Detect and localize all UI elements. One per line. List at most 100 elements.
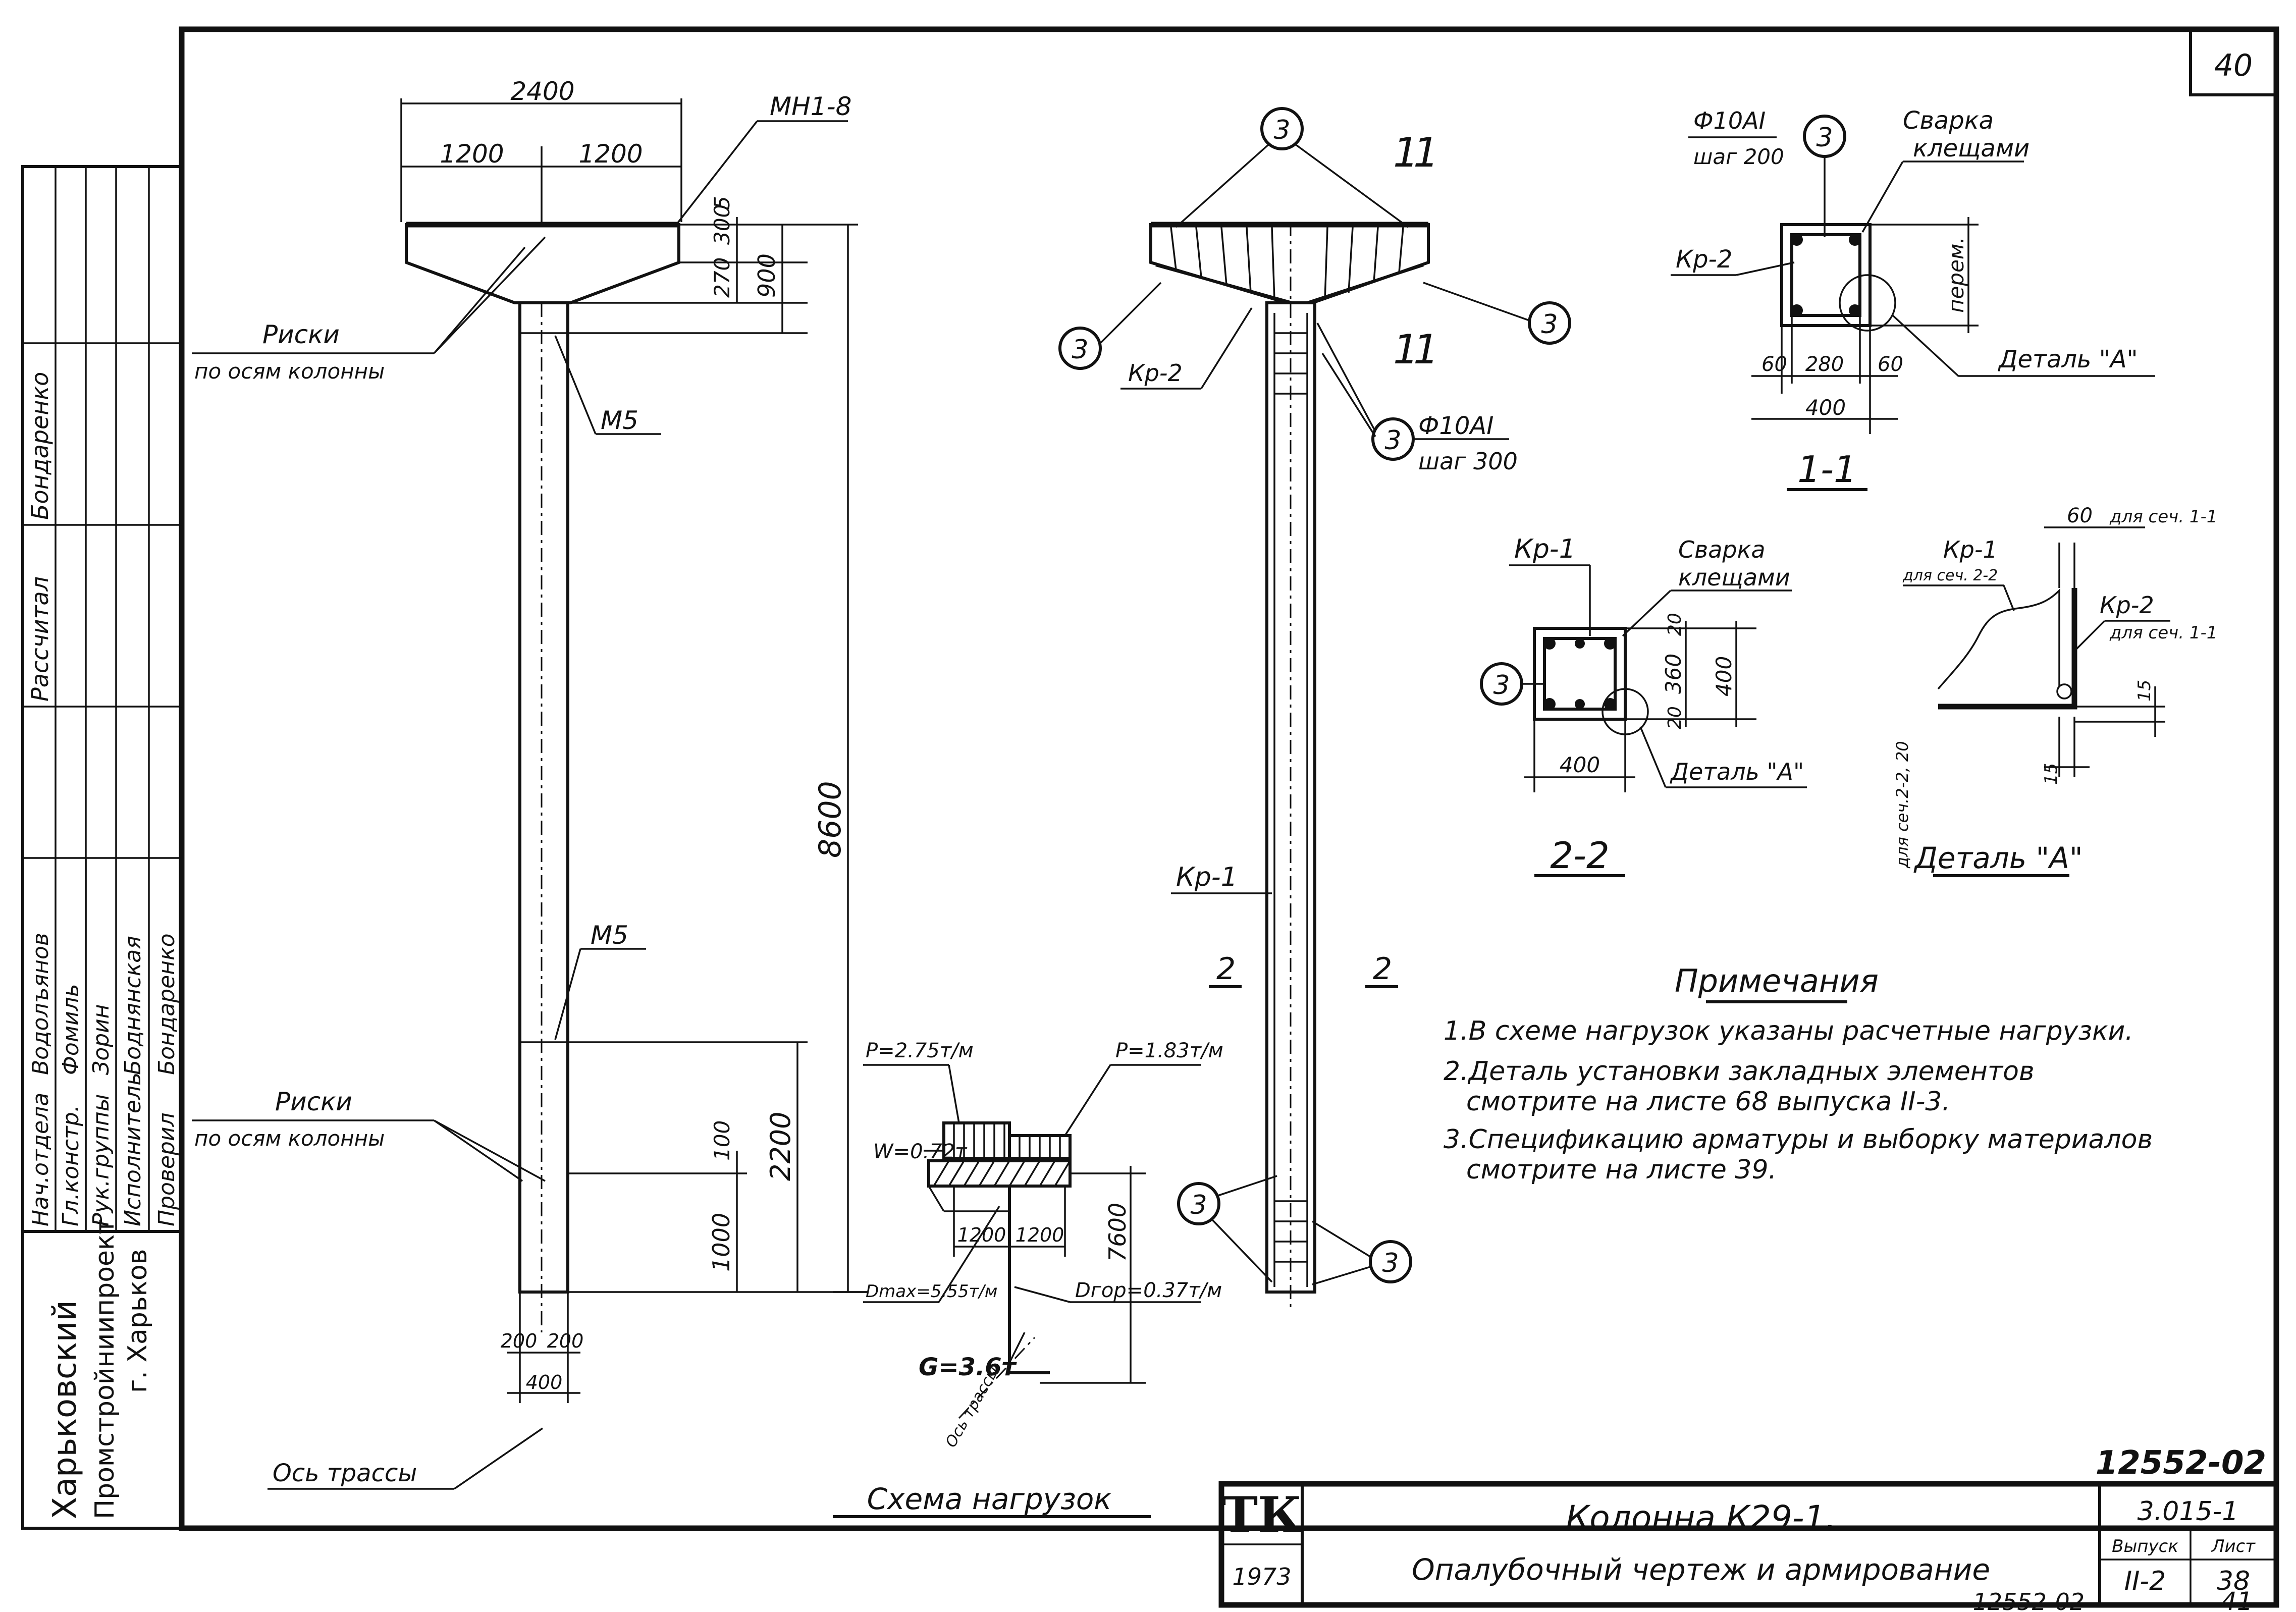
load-d2: Dгор=0.37т/м [1075,1279,1222,1302]
risks-label-2: Риски [275,1087,352,1116]
reinforcement-view: 1 1 1 1 2 2 3 3 3 3 [1058,107,1571,1312]
logo: ТК [1222,1486,1302,1543]
sec1-welding: Сварка [1903,106,1994,135]
detail-kr2: Кр-2 [2100,592,2154,619]
organization: Харьковский Промстройниипроект г. Харько… [46,1219,153,1519]
risks-sublabel-2: по осям колонны [194,1126,385,1151]
callout-bottom-right: 3 [1312,1220,1412,1285]
dim-300: 300 [710,204,734,245]
svg-text:3: 3 [1382,1248,1399,1278]
detail-dim-60: 60 [2067,504,2093,527]
page-number-box [2189,28,2278,96]
sec2-dim-20b: 20 [1665,706,1685,729]
signature-role: Проверил [154,1112,180,1226]
signature-row-5: Проверил Бондаренко [154,933,180,1226]
org-line1: Харьковский [46,1300,84,1519]
side-stamp-role: Рассчитал [26,576,54,702]
org-line3: г. Харьков [123,1249,153,1393]
note-2b: смотрите на листе 68 выпуска II-3. [1466,1087,1950,1117]
dim-left: 1200 [440,139,504,169]
section-mark-1a: 1 [1393,129,1419,176]
svg-text:Рассчитал: Рассчитал [26,576,54,702]
section-1-title: 1-1 [1797,448,1857,491]
sec1-bar-step: шаг 200 [1693,144,1784,169]
section-mark-1b: 1 [1393,326,1419,373]
dim-400: 400 [1805,395,1846,420]
note-2: 2.Деталь установки закладных элементов [1444,1056,2035,1087]
sec2-dim-20a: 20 [1665,613,1685,636]
load-dim-1200b: 1200 [1016,1224,1064,1246]
bar-step: шаг 300 [1418,448,1518,475]
sheet-label: Лист [2211,1536,2256,1556]
callout-top: 3 [1175,107,1409,228]
sheet: 38 [2217,1566,2250,1596]
signature-name: Боднянская [120,936,146,1075]
dim-1000: 1000 [708,1213,735,1272]
signature-name: Фомиль [58,984,84,1075]
sec1-bar: Ф10АI [1693,107,1766,134]
signature-role: Нач.отдела [28,1093,54,1226]
title-line2: Опалубочный чертеж и армирование [1412,1552,1990,1587]
callout-left: 3 [1058,282,1162,370]
issue-label: Выпуск [2112,1536,2178,1556]
m5-top: М5 [601,406,638,435]
callout-right: 3 [1423,282,1571,345]
svg-text:3: 3 [1384,425,1401,456]
section-mark-1a2: 1 [1413,129,1439,176]
load-p1: P=2.75т/м [866,1039,974,1062]
svg-text:3: 3 [1190,1190,1207,1220]
load-dim-7600: 7600 [1104,1203,1131,1262]
side-stamp-name: Бондаренко [26,372,54,520]
sec2-dim-400v: 400 [1712,656,1736,696]
title-block: 12552-02 ТК 1973 Колонна К29-1. Опалубоч… [1218,1444,2279,1608]
load-scheme-title: Схема нагрузок [867,1482,1112,1516]
dim-right: 1200 [578,139,643,169]
section-1-1: 60 280 60 400 перем. 3 Ф10АI шаг 200 Сва… [1671,106,2155,491]
signature-row-1: Нач.отдела Водолъянов [28,933,54,1226]
notes-title: Примечания [1675,962,1879,999]
detail-dim-15a: 15 [2134,680,2155,702]
dim-2200: 2200 [765,1112,796,1181]
detail-dim-15b: 15 [2041,763,2061,785]
dim-280: 280 [1805,353,1844,376]
signature-row-4: Исполнитель Боднянская [120,936,146,1226]
detail-for-sec11: для сеч. 1-1 [2109,507,2217,527]
bar-label: Ф10АI [1418,412,1493,440]
left-stamp [21,165,183,1530]
axis-label: Ось трассы [273,1459,417,1487]
page-number: 40 [2214,48,2253,83]
dim-8600: 8600 [813,781,848,858]
bottom-sheet: 41 [2221,1587,2253,1612]
detail-for-sec22: для сеч. 2-2 [1902,567,1998,584]
dim-5: 5 [710,196,734,209]
note-3b: смотрите на листе 39. [1466,1155,1777,1185]
callout-bottom-left: 3 [1177,1175,1277,1283]
signature-role: Гл.констр. [58,1105,84,1226]
notes: Примечания 1.В схеме нагрузок указаны ра… [1444,962,2153,1185]
dim-top: 2400 [510,77,574,106]
detail-a: 60 для сеч. 1-1 Кр-1 для сеч. 2-2 Кр-2 д… [1893,504,2217,877]
dim-60b: 60 [1878,353,1903,376]
sec2-detail: Деталь "А" [1670,758,1804,785]
load-d1: Dmax=5.55т/м [866,1281,997,1302]
dim-270: 270 [710,257,734,298]
dim-200a: 200 [501,1330,538,1352]
load-g: G=3.6т [919,1353,1018,1381]
dim-900: 900 [753,253,780,298]
series: 3.015-1 [2138,1496,2239,1527]
org-line2: Промстройниипроект [90,1219,120,1519]
signature-role: Рук.группы [88,1094,114,1227]
detail-for-sec11b: для сеч. 1-1 [2109,623,2217,643]
risks-label: Риски [262,320,340,349]
sec2-welding: Сварка [1678,536,1766,563]
sec1-frame: Кр-2 [1676,245,1732,274]
section-2-2: 3 400 20 360 20 400 Кр-1 Сварка клещами … [1480,534,1807,877]
variable-label: перем. [1944,237,1968,313]
bottom-number: 12552-02 [1973,1588,2085,1612]
risks-sublabel: по осям колонны [194,359,385,384]
note-3: 3.Спецификацию арматуры и выборку матери… [1444,1124,2153,1155]
svg-text:Бондаренко: Бондаренко [26,372,54,520]
signature-row-3: Рук.группы Зорин [88,1004,114,1226]
dim-100: 100 [710,1120,734,1161]
